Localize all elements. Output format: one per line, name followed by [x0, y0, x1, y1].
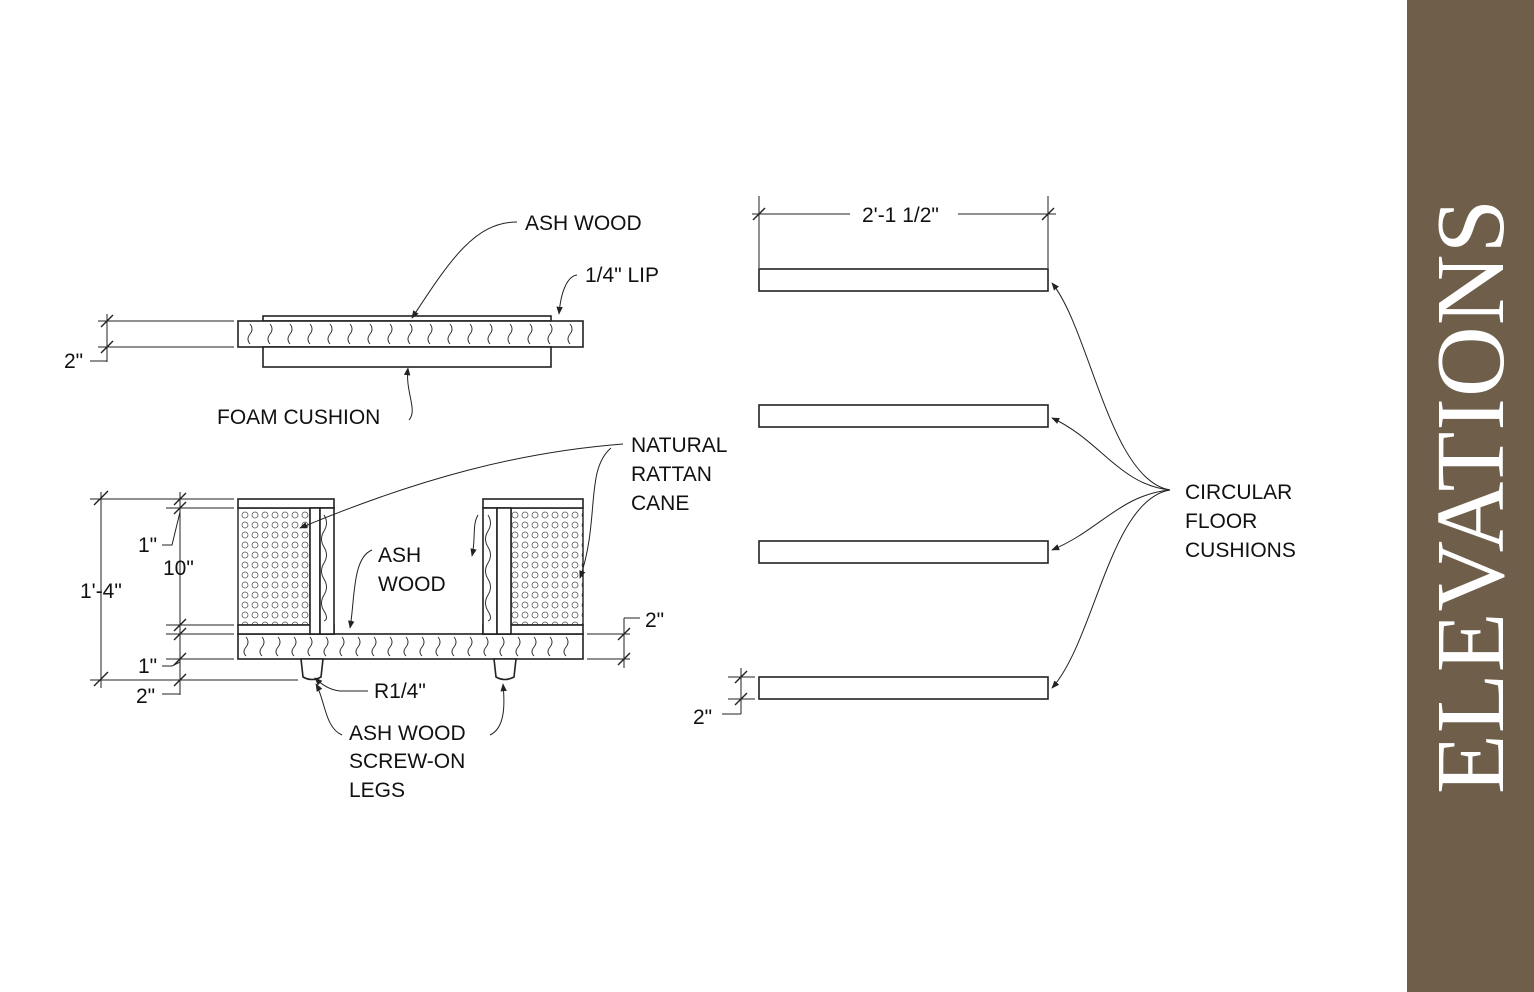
- panel-height-label: 10": [163, 557, 194, 580]
- base-board: [237, 633, 584, 660]
- floor-cushion-height-dimension: 2": [693, 668, 755, 729]
- cushion-width-dimension: 2'-1 1/2": [752, 196, 1056, 268]
- ash-wood-frame-label-line2: WOOD: [378, 573, 446, 596]
- frame-detail: 1'-4" 1" 10" 1" 2" 2" NATURAL RATTAN CAN…: [80, 434, 727, 802]
- overall-height-label: 1'-4": [80, 580, 122, 603]
- circular-cushions-label-line1: CIRCULAR: [1185, 481, 1292, 504]
- top-rail-height-label: 1": [138, 534, 157, 557]
- sidebar-title: ELEVATIONS: [1416, 197, 1525, 795]
- left-inner-post: [319, 507, 335, 635]
- circular-cushions-label-line2: FLOOR: [1185, 510, 1257, 533]
- left-rattan-panel: [237, 507, 311, 626]
- floor-cushion-4: [758, 676, 1049, 700]
- foam-cushion-label: FOAM CUSHION: [217, 406, 380, 429]
- ash-wood-label: ASH WOOD: [525, 212, 642, 235]
- right-leg: [493, 658, 517, 681]
- right-rattan-panel: [510, 507, 584, 626]
- circular-cushions-label-line3: CUSHIONS: [1185, 539, 1296, 562]
- right-post: [496, 507, 512, 635]
- floor-cushion-1: [758, 268, 1049, 292]
- sidebar-band: ELEVATIONS: [1407, 0, 1534, 992]
- floor-cushion-height-label: 2": [693, 706, 712, 729]
- leg-height-label: 2": [136, 685, 155, 708]
- floor-cushions-detail: 2'-1 1/2" 2" CIRCULAR FLOOR CUSHIONS: [693, 196, 1296, 729]
- ash-wood-frame-label-line1: ASH: [378, 544, 421, 567]
- base-wood-grain: [243, 636, 569, 657]
- cushion-width-label: 2'-1 1/2": [862, 204, 939, 227]
- frame-height-dimensions: 1'-4" 1" 10" 1" 2": [80, 490, 298, 708]
- right-top-rail: [482, 498, 584, 509]
- rattan-label-line3: CANE: [631, 492, 689, 515]
- cushion-height-dimension: 2": [64, 314, 234, 373]
- radius-label: R1/4": [374, 680, 426, 703]
- cushion-wood-grain: [247, 323, 573, 345]
- base-height-label: 1": [138, 655, 157, 678]
- rattan-label-line2: RATTAN: [631, 463, 712, 486]
- left-top-rail: [237, 498, 335, 509]
- rattan-label-line1: NATURAL: [631, 434, 727, 457]
- cushion-height-label: 2": [64, 350, 83, 373]
- base-thickness-dimension: 2": [587, 609, 664, 668]
- legs-label-line2: SCREW-ON: [349, 750, 465, 773]
- left-post: [309, 507, 321, 635]
- foam-cushion: [262, 346, 552, 368]
- floor-cushion-2: [758, 404, 1049, 428]
- legs-label-line1: ASH WOOD: [349, 722, 466, 745]
- legs-label-line3: LEGS: [349, 779, 405, 802]
- left-leg: [300, 658, 324, 681]
- base-thickness-label: 2": [645, 609, 664, 632]
- lip-label: 1/4" LIP: [585, 264, 659, 287]
- floor-cushion-3: [758, 540, 1049, 564]
- seat-cushion-detail: 2" ASH WOOD 1/4" LIP FOAM CUSHION: [64, 212, 659, 429]
